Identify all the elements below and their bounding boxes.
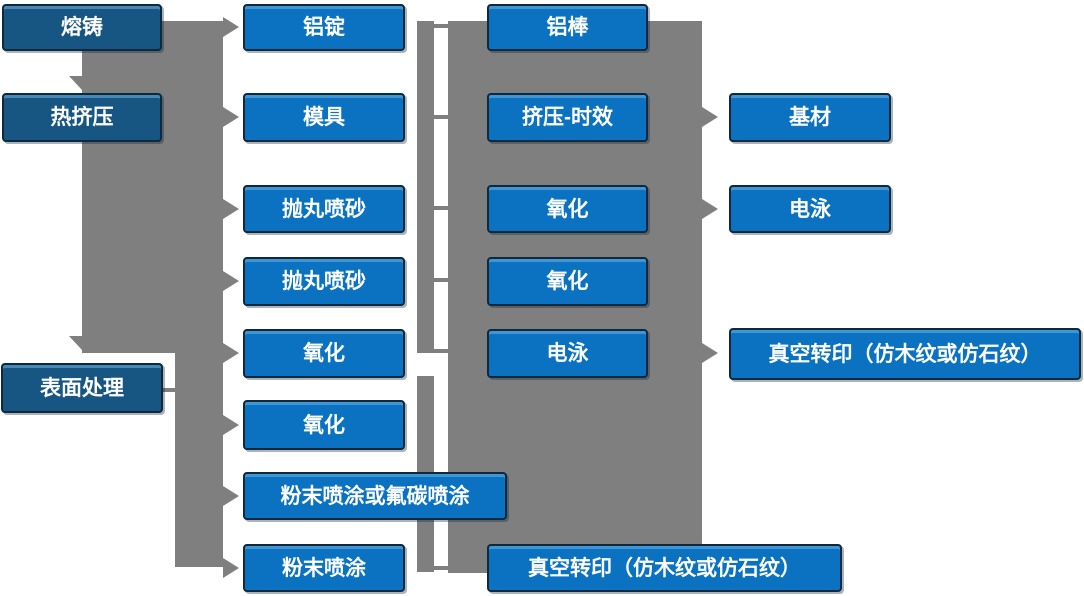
arrow-right-icon bbox=[702, 343, 718, 363]
arrow-right-icon bbox=[223, 107, 239, 127]
node-oxidation-2: 氧化 bbox=[243, 400, 405, 450]
link-line-surface-treatment bbox=[163, 388, 177, 392]
arrow-right-icon bbox=[223, 486, 239, 506]
arrow-down-icon bbox=[69, 336, 95, 350]
link-line-row4 bbox=[432, 278, 450, 282]
node-shot-blasting-2: 抛丸喷砂 bbox=[243, 257, 405, 306]
link-line-row8 bbox=[432, 566, 452, 570]
link-line-row1 bbox=[430, 24, 450, 28]
node-vacuum-transfer-right: 真空转印（仿木纹或仿石纹） bbox=[729, 328, 1081, 380]
node-oxidation-4: 氧化 bbox=[487, 257, 648, 306]
node-mold: 模具 bbox=[243, 93, 405, 142]
node-base-material: 基材 bbox=[729, 93, 891, 142]
node-electrophoresis-2: 电泳 bbox=[729, 185, 891, 233]
node-electrophoresis-1: 电泳 bbox=[487, 329, 648, 378]
arrow-right-icon bbox=[223, 415, 239, 435]
connector-bar-middle-upper bbox=[417, 21, 434, 353]
node-shot-blasting-1: 抛丸喷砂 bbox=[243, 185, 405, 233]
link-line-row5 bbox=[430, 349, 450, 353]
arrow-right-icon bbox=[223, 17, 239, 37]
arrow-right-icon bbox=[702, 199, 718, 219]
arrow-right-icon bbox=[223, 558, 239, 578]
arrow-right-icon bbox=[223, 343, 239, 363]
link-line-row2 bbox=[430, 115, 450, 119]
node-melting-casting: 熔铸 bbox=[2, 4, 162, 51]
node-oxidation-1: 氧化 bbox=[243, 329, 405, 378]
link-line-row3 bbox=[432, 206, 450, 210]
arrow-right-icon bbox=[223, 199, 239, 219]
connector-trunk-left-lower bbox=[175, 353, 223, 567]
node-powder-or-fluorocarbon-coating: 粉末喷涂或氟碳喷涂 bbox=[243, 472, 507, 520]
node-oxidation-3: 氧化 bbox=[487, 185, 648, 233]
node-hot-extrusion: 热挤压 bbox=[2, 93, 162, 142]
connector-trunk-left-wide bbox=[82, 21, 223, 353]
arrow-right-icon bbox=[223, 271, 239, 291]
node-vacuum-transfer-bottom: 真空转印（仿木纹或仿石纹） bbox=[487, 544, 842, 592]
node-aluminum-ingot: 铝锭 bbox=[243, 4, 405, 51]
node-surface-treatment: 表面处理 bbox=[1, 363, 163, 413]
node-extrusion-aging: 挤压-时效 bbox=[487, 93, 648, 142]
node-aluminum-rod: 铝棒 bbox=[487, 4, 648, 51]
node-powder-coating: 粉末喷涂 bbox=[243, 544, 405, 592]
arrow-down-icon bbox=[69, 76, 95, 90]
arrow-right-icon bbox=[702, 107, 718, 127]
